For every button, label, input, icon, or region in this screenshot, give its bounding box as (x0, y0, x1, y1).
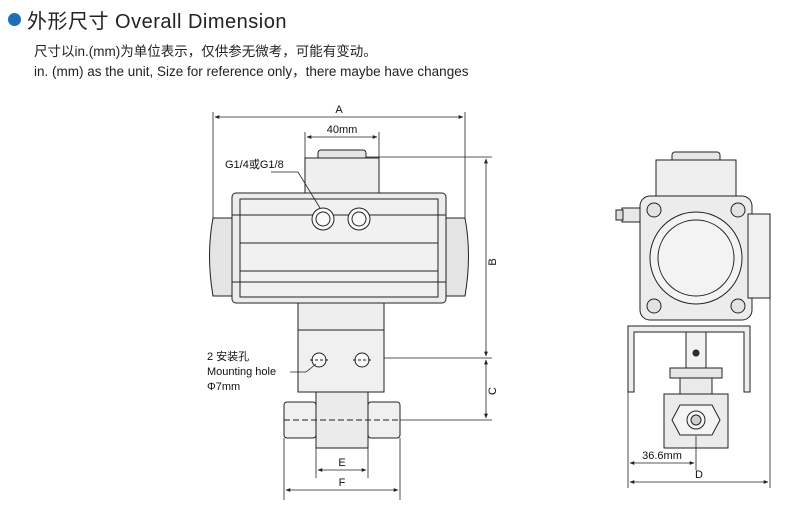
side-offset-label: 36.6mm (642, 450, 682, 462)
dim-label-c: C (487, 387, 499, 395)
port-left (311, 207, 335, 231)
subtitle-chinese: 尺寸以in.(mm)为单位表示，仅供参无微考，可能有变动。 (34, 44, 377, 59)
mounting-hole-left (311, 352, 327, 368)
side-fitting (621, 207, 641, 223)
port-thread-label: G1/4或G1/8 (225, 158, 284, 171)
bracket-block (297, 329, 385, 393)
dim-label-d: D (695, 469, 703, 481)
mounting-bracket (297, 302, 385, 332)
side-dimensions (627, 298, 771, 488)
side-face-circle (649, 211, 743, 305)
bullet-dot-icon (8, 12, 21, 26)
dim-label-e: E (338, 457, 345, 469)
dim-label-b: B (487, 258, 499, 265)
dim-label-f: F (339, 477, 346, 489)
end-cap-left (209, 217, 236, 297)
section-title: 外形尺寸 Overall Dimension (27, 10, 287, 33)
front-view (209, 149, 469, 449)
front-dimensions (212, 112, 492, 500)
port-right (347, 207, 371, 231)
dim-label-40mm: 40mm (327, 124, 358, 136)
side-neck (655, 159, 737, 197)
mounting-label-dia: Φ7mm (207, 381, 240, 393)
subtitle-english: in. (mm) as the unit, Size for reference… (34, 64, 469, 79)
section-header: 外形尺寸 Overall Dimension (8, 6, 287, 33)
mounting-hole-right (354, 352, 370, 368)
end-cap-right (442, 217, 469, 297)
side-bracket (627, 325, 751, 393)
actuator-neck (304, 157, 380, 195)
dim-label-a: A (335, 104, 343, 116)
side-view (615, 151, 771, 449)
mounting-label-en: Mounting hole (207, 366, 276, 378)
mounting-label-zh: 2 安装孔 (207, 349, 249, 363)
